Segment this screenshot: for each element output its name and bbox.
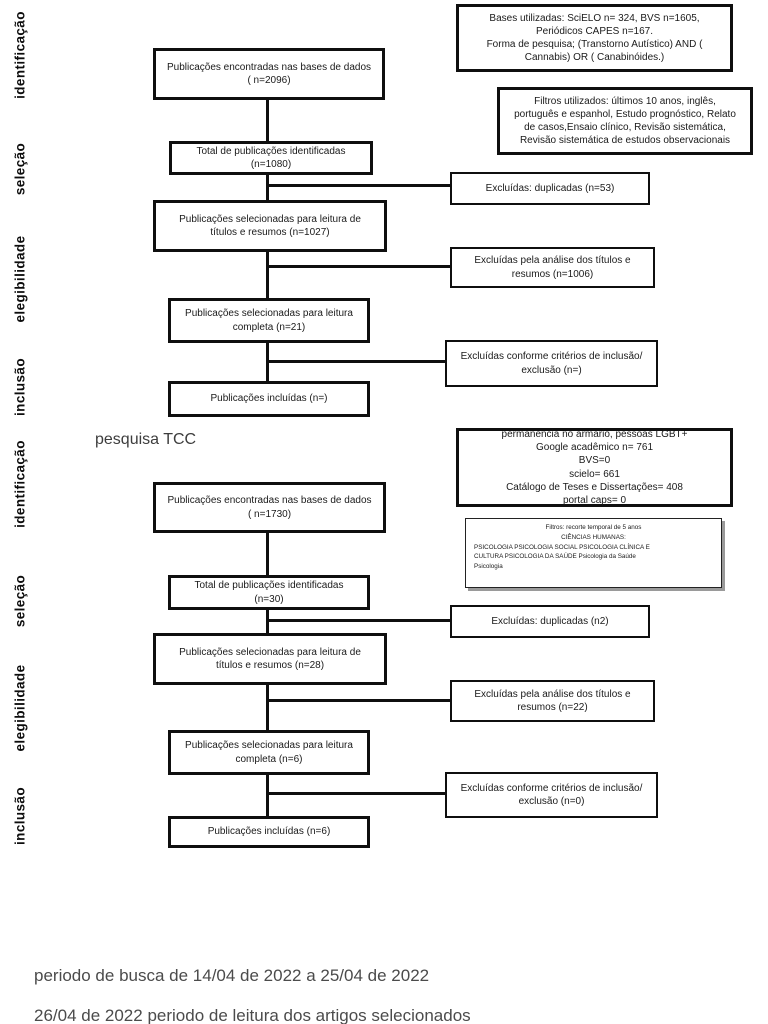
- excluded-box-criteria-2: Excluídas conforme critérios de inclusão…: [445, 772, 658, 818]
- info-box-text: Catálogo de Teses e Dissertações= 408: [506, 481, 683, 493]
- info-box-text: portal caps= 0: [562, 494, 627, 506]
- flow-box-text: Excluídas: duplicadas (n2): [491, 615, 609, 627]
- connector-line: [266, 773, 269, 818]
- connector-line: [267, 792, 447, 795]
- info-box-bases-1: Bases utilizadas: SciELO n= 324, BVS n=1…: [456, 4, 733, 72]
- flow-box-found-2: Publicações encontradas nas bases de dad…: [153, 482, 386, 533]
- flow-box-text: ( n=1730): [247, 508, 292, 520]
- info-box-text: Revisão sistemática de estudos observaci…: [519, 135, 731, 147]
- stage-label-inclusao-2: inclusão: [12, 787, 28, 845]
- info-box-text: PSICOLOGIA PSICOLOGIA SOCIAL PSICOLOGIA …: [474, 543, 650, 551]
- footer-note-reading-period: 26/04 de 2022 periodo de leitura dos art…: [34, 1006, 471, 1024]
- excluded-box-duplicates-2: Excluídas: duplicadas (n2): [450, 605, 650, 638]
- stage-label-elegibilidade-1: elegibilidade: [12, 235, 28, 323]
- flow-box-text: Total de publicações identificadas: [196, 145, 346, 157]
- flow-box-complete-2: Publicações selecionadas para leitura co…: [168, 730, 370, 775]
- flow-box-found-1: Publicações encontradas nas bases de dad…: [153, 48, 385, 100]
- flow-box-complete-1: Publicações selecionadas para leitura co…: [168, 298, 370, 343]
- stage-label-identificacao-1: identificação: [12, 11, 28, 99]
- connector-line: [267, 184, 452, 187]
- info-box-text: Forma de pesquisa; (Transtorno Autístico…: [486, 39, 703, 50]
- info-box-filters-2: Filtros: recorte temporal de 5 anos CIÊN…: [465, 518, 722, 588]
- stage-label-selecao-2: seleção: [12, 574, 28, 628]
- flow-box-text: Excluídas pela análise dos títulos e: [474, 255, 631, 267]
- info-box-text: scielo= 661: [569, 468, 620, 480]
- connector-line: [267, 699, 452, 702]
- connector-line: [266, 250, 269, 300]
- flow-box-text: Publicações incluídas (n=): [210, 393, 328, 405]
- info-box-text: Bases utilizadas: SciELO n= 324, BVS n=1…: [489, 12, 700, 24]
- flow-box-text: ( n=2096): [247, 75, 291, 86]
- stage-label-elegibilidade-2: elegibilidade: [12, 664, 28, 752]
- info-box-text: de casos,Ensaio clínico, Revisão sistemá…: [524, 122, 726, 133]
- info-box-text: Psicologia: [474, 563, 503, 570]
- flow-box-total-1: Total de publicações identificadas (n=10…: [169, 141, 373, 175]
- flow-box-text: resumos (n=1006): [511, 268, 594, 280]
- info-box-text: português e espanhol, Estudo prognóstico…: [514, 108, 736, 120]
- connector-line: [267, 265, 452, 268]
- flow-box-total-2: Total de publicações identificadas (n=30…: [168, 575, 370, 610]
- flow-box-text: Publicações encontradas nas bases de dad…: [166, 61, 372, 73]
- flow-box-titles-1: Publicações selecionadas para leitura de…: [153, 200, 387, 252]
- excluded-box-titles-1: Excluídas pela análise dos títulos e res…: [450, 247, 655, 288]
- info-box-filters-1: Filtros utilizados: últimos 10 anos, ing…: [497, 87, 753, 155]
- flow-box-text: Excluídas conforme critérios de inclusão…: [460, 351, 643, 363]
- flow-box-text: Publicações selecionadas para leitura: [185, 740, 353, 752]
- footer-note-search-period: periodo de busca de 14/04 de 2022 a 25/0…: [34, 966, 430, 985]
- flow-box-text: (n=30): [254, 593, 284, 605]
- info-box-text: Filtros: recorte temporal de 5 anos: [545, 524, 642, 531]
- flow-box-text: Publicações encontradas nas bases de dad…: [167, 495, 372, 507]
- info-box-sources-2: permanencia no armario, pessoas LGBT+ Go…: [456, 428, 733, 507]
- flow-box-text: Publicações selecionadas para leitura: [185, 308, 353, 320]
- info-box-text: permanencia no armario, pessoas LGBT+: [501, 428, 688, 440]
- connector-line: [267, 360, 447, 363]
- info-box-text: CULTURA PSICOLOGIA DA SAÚDE Psicologia d…: [474, 553, 636, 561]
- flow-box-text: completa (n=6): [235, 753, 303, 765]
- flow-box-text: Excluídas conforme critérios de inclusão…: [460, 782, 643, 794]
- flow-box-text: (n=1080): [250, 159, 292, 170]
- flow-box-text: Excluídas: duplicadas (n=53): [485, 182, 615, 194]
- flow-box-text: completa (n=21): [232, 321, 306, 333]
- stage-label-inclusao-1: inclusão: [12, 358, 28, 416]
- connector-line: [266, 531, 269, 577]
- info-box-text: BVS=0: [578, 455, 611, 467]
- flow-box-text: exclusão (n=0): [518, 796, 585, 807]
- flow-box-text: Publicações selecionadas para leitura de: [179, 646, 361, 658]
- stage-label-identificacao-2: identificação: [12, 440, 28, 528]
- flow-box-text: resumos (n=22): [517, 702, 588, 713]
- flow-box-titles-2: Publicações selecionadas para leitura de…: [153, 633, 387, 685]
- info-box-text: CIÊNCIAS HUMANAS:: [561, 533, 626, 541]
- flow-box-text: títulos e resumos (n=28): [215, 660, 325, 671]
- flow-box-included-1: Publicações incluídas (n=): [168, 381, 370, 417]
- flow-box-text: Total de publicações identificadas: [194, 580, 344, 592]
- flow-box-text: exclusão (n=): [521, 364, 582, 376]
- flow-box-text: Excluídas pela análise dos títulos e: [474, 688, 631, 700]
- connector-line: [266, 683, 269, 732]
- connector-line: [266, 98, 269, 143]
- info-box-text: Periódicos CAPES n=167.: [535, 25, 653, 37]
- flow-box-text: Publicações incluídas (n=6): [207, 826, 331, 838]
- stage-label-selecao-1: seleção: [12, 142, 28, 196]
- flow-box-text: títulos e resumos (n=1027): [210, 227, 330, 238]
- excluded-box-criteria-1: Excluídas conforme critérios de inclusão…: [445, 340, 658, 387]
- flow-box-text: Publicações selecionadas para leitura de: [179, 213, 361, 225]
- info-box-text: Cannabis) OR ( Canabinóides.): [524, 52, 665, 64]
- connector-line: [266, 173, 269, 202]
- info-box-text: Google acadêmico n= 761: [535, 442, 654, 454]
- excluded-box-titles-2: Excluídas pela análise dos títulos e res…: [450, 680, 655, 722]
- excluded-box-duplicates-1: Excluídas: duplicadas (n=53): [450, 172, 650, 205]
- diagram2-title: pesquisa TCC: [95, 431, 197, 448]
- connector-line: [267, 619, 452, 622]
- info-box-text: Filtros utilizados: últimos 10 anos, ing…: [534, 95, 716, 107]
- flow-box-included-2: Publicações incluídas (n=6): [168, 816, 370, 848]
